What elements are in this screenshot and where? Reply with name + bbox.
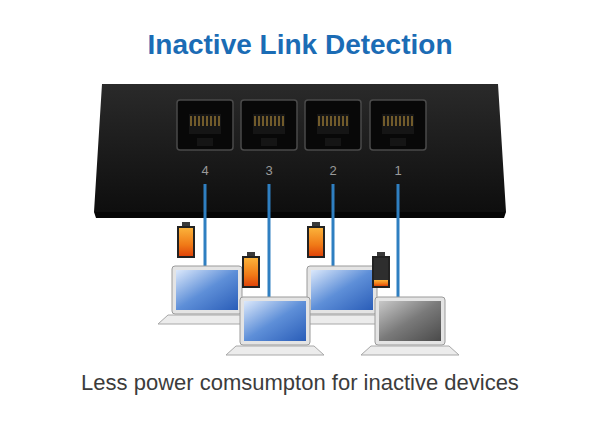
port [370, 100, 426, 150]
cable [332, 184, 335, 266]
battery-full [242, 252, 260, 288]
battery-full [307, 222, 325, 258]
cable [204, 184, 207, 266]
switch-body [94, 84, 506, 212]
port [177, 100, 233, 150]
switch-edge [94, 212, 506, 218]
port [305, 100, 361, 150]
cable [397, 184, 400, 297]
port [241, 100, 297, 150]
port-number: 3 [265, 163, 272, 178]
port-number: 1 [394, 163, 401, 178]
battery-low [372, 252, 390, 288]
port-number: 4 [201, 163, 208, 178]
port-number: 2 [329, 163, 336, 178]
caption: Less power comsumpton for inactive devic… [81, 370, 519, 396]
laptop [226, 297, 324, 355]
title: Inactive Link Detection [148, 29, 453, 61]
switch [94, 84, 506, 218]
cable [268, 184, 271, 297]
inactive-laptop [361, 297, 459, 355]
battery-full [177, 222, 195, 258]
